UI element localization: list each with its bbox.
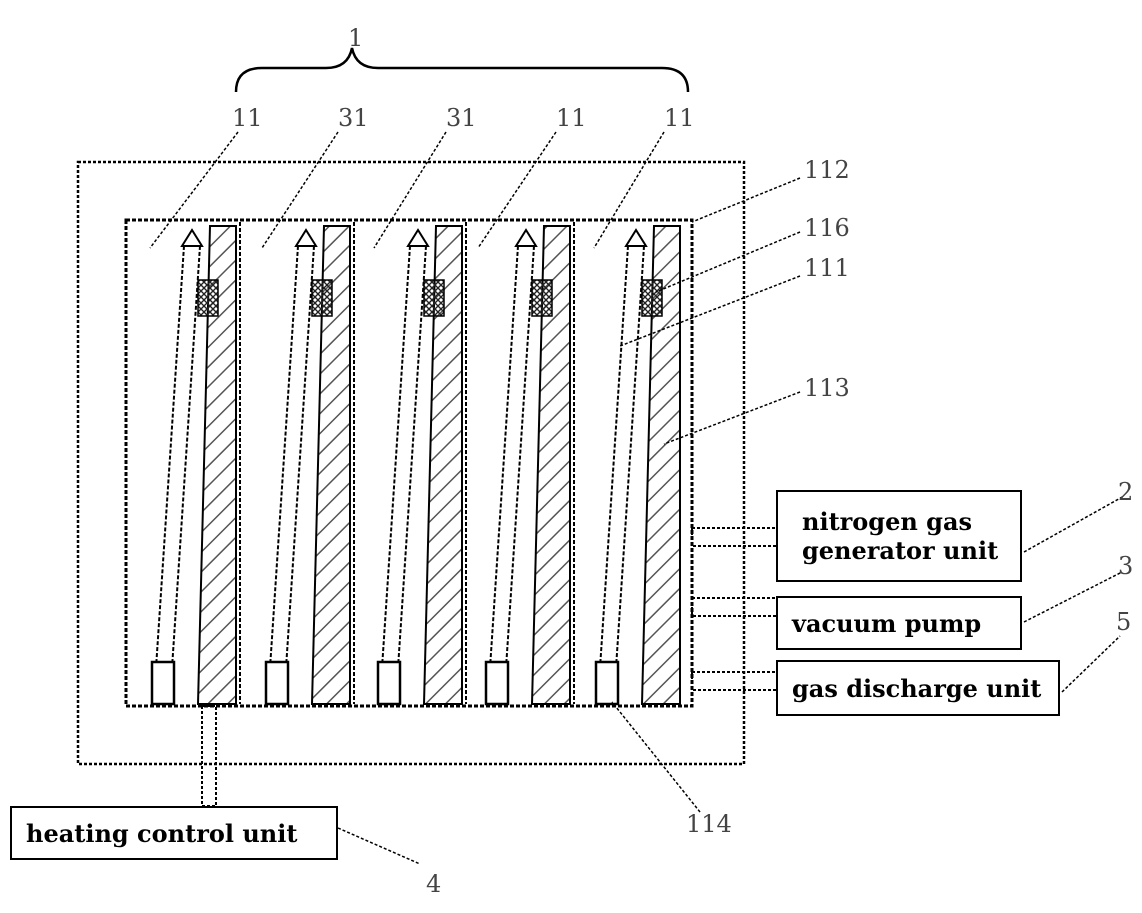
- base-block-2: [266, 662, 288, 704]
- vacuum-pump-box: vacuum pump: [776, 596, 1022, 650]
- ref-top-5: 11: [664, 104, 695, 132]
- ref-111: 111: [804, 254, 850, 282]
- rod-left-edge-2: [270, 246, 298, 668]
- ref-114: 114: [686, 810, 732, 838]
- vacuum-label: vacuum pump: [792, 609, 1020, 638]
- right-leaders: [612, 178, 800, 812]
- rod-right-edge-2: [286, 246, 314, 668]
- sensor-block-3: [424, 280, 444, 316]
- ref-nitrogen: 2: [1118, 478, 1133, 506]
- rod-right-edge-3: [398, 246, 426, 668]
- ref-heating: 4: [426, 870, 441, 898]
- rod-left-edge-1: [156, 246, 184, 668]
- ref-top-4: 11: [556, 104, 587, 132]
- sensor-block-4: [532, 280, 552, 316]
- rod-arrow-1: [182, 230, 202, 246]
- gas-discharge-box: gas discharge unit: [776, 660, 1060, 716]
- ref-112: 112: [804, 156, 850, 184]
- top-references: 11 31 31 11 11: [232, 104, 695, 132]
- rod-left-edge-3: [382, 246, 410, 668]
- rod-left-edge-5: [600, 246, 628, 668]
- ref-113: 113: [804, 374, 850, 402]
- rod-right-edge-5: [616, 246, 644, 668]
- nitrogen-line1: nitrogen gas: [802, 507, 1020, 536]
- rod-arrow-5: [626, 230, 646, 246]
- rod-left-edge-4: [490, 246, 518, 668]
- rod-arrow-3: [408, 230, 428, 246]
- heating-label: heating control unit: [26, 819, 336, 848]
- ref-discharge: 5: [1116, 608, 1131, 636]
- rod-arrow-2: [296, 230, 316, 246]
- group-brace: [236, 48, 688, 92]
- base-block-1: [152, 662, 174, 704]
- chamber-units: [152, 222, 680, 704]
- base-block-3: [378, 662, 400, 704]
- nitrogen-generator-box: nitrogen gas generator unit: [776, 490, 1022, 582]
- rod-right-edge-4: [506, 246, 534, 668]
- rod-right-edge-1: [172, 246, 200, 668]
- ref-top-1: 11: [232, 104, 263, 132]
- base-block-5: [596, 662, 618, 704]
- ref-116: 116: [804, 214, 850, 242]
- rod-arrow-4: [516, 230, 536, 246]
- nitrogen-line2: generator unit: [802, 536, 1020, 565]
- discharge-label: gas discharge unit: [792, 674, 1058, 703]
- sensor-block-2: [312, 280, 332, 316]
- ref-top-3: 31: [446, 104, 477, 132]
- sensor-block-1: [198, 280, 218, 316]
- sensor-block-5: [642, 280, 662, 316]
- ref-top-2: 31: [338, 104, 369, 132]
- group-label: 1: [348, 24, 363, 52]
- ref-vacuum: 3: [1118, 552, 1133, 580]
- base-block-4: [486, 662, 508, 704]
- heating-control-box: heating control unit: [10, 806, 338, 860]
